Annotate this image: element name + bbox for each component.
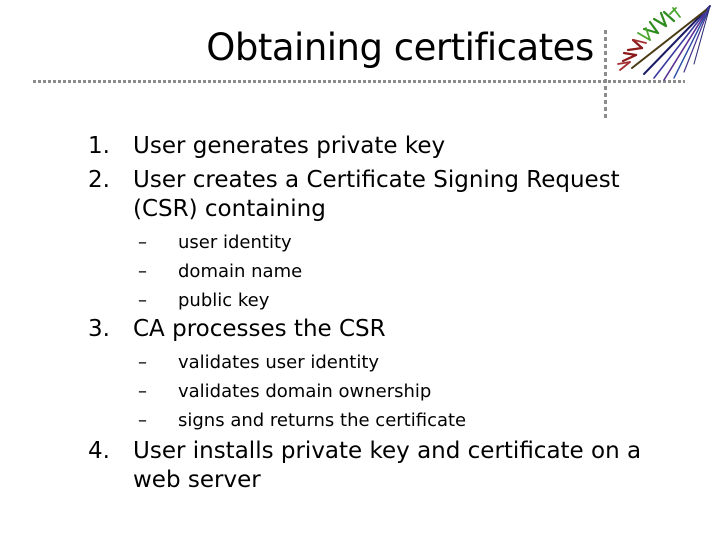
sub-text: domain name [178, 261, 303, 282]
item-text: User installs private key and certificat… [133, 437, 641, 495]
item-number: 4. [88, 438, 110, 464]
dash-marker: – [138, 232, 147, 253]
dash-marker: – [138, 261, 147, 282]
sub-text: user identity [178, 232, 292, 253]
title-divider-vertical [604, 30, 607, 118]
item-line: User creates a Certificate Signing Reque… [133, 167, 620, 193]
item-line: User generates private key [133, 133, 446, 159]
item-number: 1. [88, 133, 110, 159]
page-title: Obtaining certificates [206, 26, 594, 69]
fractal-fern-image [617, 5, 711, 81]
sub-item: – user identity [138, 228, 718, 257]
sub-item: – validates user identity [138, 348, 718, 377]
item-line: web server [133, 467, 261, 493]
sub-item: – validates domain ownership [138, 377, 718, 406]
item-number: 3. [88, 316, 110, 342]
sub-text: validates user identity [178, 352, 380, 373]
item-line: (CSR) containing [133, 196, 326, 222]
dash-marker: – [138, 410, 147, 431]
sub-list: – validates user identity – validates do… [138, 348, 718, 435]
numbered-list: 1. User generates private key 2. User cr… [88, 132, 718, 495]
dash-marker: – [138, 352, 147, 373]
list-item: 1. User generates private key [88, 132, 718, 161]
item-line: User installs private key and certificat… [133, 438, 642, 464]
list-item: 4. User installs private key and certifi… [88, 437, 718, 495]
sub-text: validates domain ownership [178, 381, 432, 402]
item-text: User creates a Certificate Signing Reque… [133, 166, 620, 224]
sub-item: – domain name [138, 257, 718, 286]
item-line: CA processes the CSR [133, 316, 386, 342]
sub-text: public key [178, 290, 270, 311]
dash-marker: – [138, 381, 147, 402]
item-number: 2. [88, 167, 110, 193]
list-item: 3. CA processes the CSR [88, 315, 718, 344]
sub-list: – user identity – domain name – public k… [138, 228, 718, 315]
sub-text: signs and returns the certificate [178, 410, 467, 431]
dash-marker: – [138, 290, 147, 311]
item-text: User generates private key [133, 132, 445, 161]
list-item: 2. User creates a Certificate Signing Re… [88, 166, 718, 224]
sub-item: – signs and returns the certificate [138, 406, 718, 435]
title-divider-horizontal [33, 80, 685, 83]
item-text: CA processes the CSR [133, 315, 386, 344]
sub-item: – public key [138, 286, 718, 315]
